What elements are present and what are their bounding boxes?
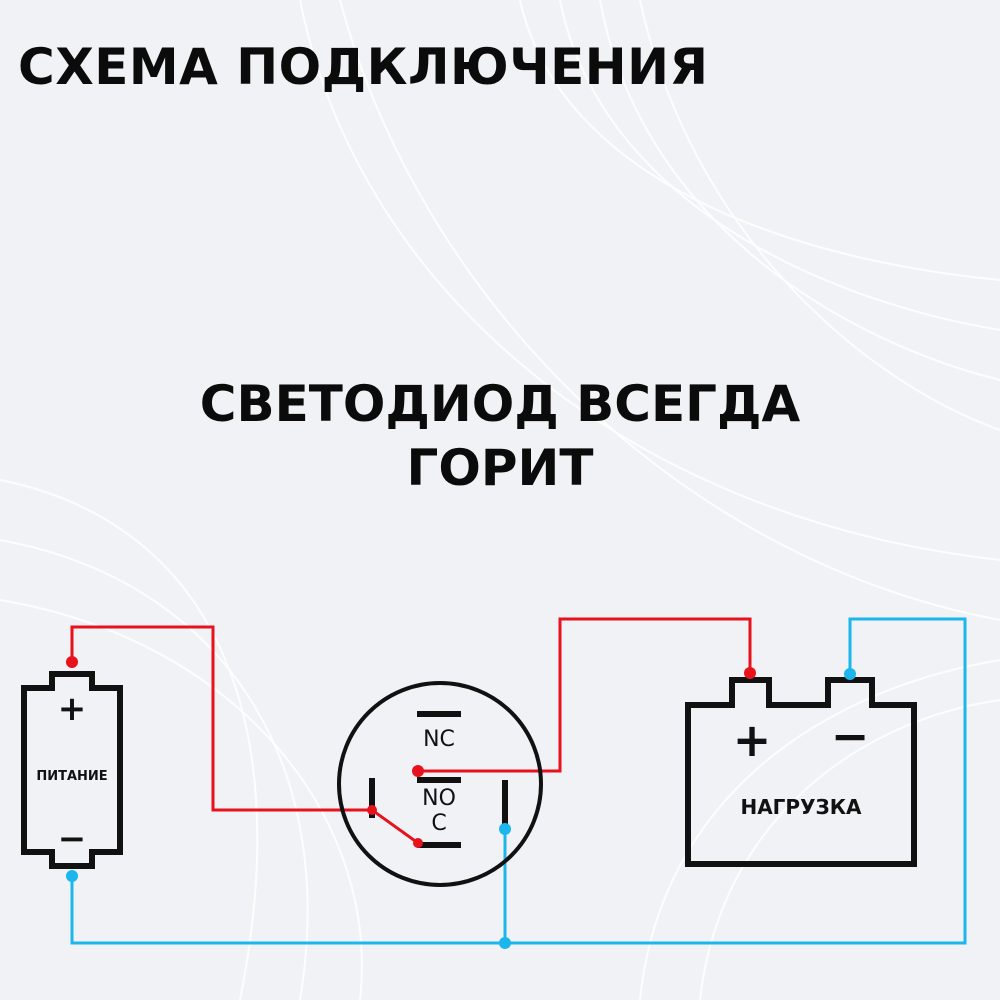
- switch-nc-label: NC: [423, 727, 455, 752]
- power-supply-body: [21, 671, 123, 869]
- subtitle-line-1: СВЕТОДИОД ВСЕГДА: [199, 375, 801, 433]
- dot-load-minus: [844, 668, 856, 680]
- wire-switch-to-load-plus: [418, 617, 752, 773]
- dot-switch-led: [499, 823, 511, 835]
- switch-lever: [371, 808, 419, 845]
- page-title: СХЕМА ПОДКЛЮЧЕНИЯ: [18, 38, 709, 96]
- power-supply-plus-sign: +: [58, 689, 87, 729]
- dot-switch-c: [413, 838, 423, 848]
- switch: NC NO C: [337, 681, 543, 887]
- load: + − НАГРУЗКА: [685, 677, 917, 867]
- positive-wires: [70, 617, 752, 845]
- power-supply-label: ПИТАНИЕ: [36, 769, 107, 784]
- diagram-subtitle: СВЕТОДИОД ВСЕГДА ГОРИТ: [0, 372, 1000, 500]
- load-minus-sign: −: [831, 709, 870, 763]
- load-plus-sign: +: [733, 713, 772, 767]
- wire-supply-plus-to-common: [70, 625, 372, 812]
- load-body: [685, 677, 917, 867]
- subtitle-line-2: ГОРИТ: [406, 439, 594, 497]
- wire-supply-minus-to-ground: [70, 617, 967, 945]
- load-label: НАГРУЗКА: [740, 795, 862, 819]
- switch-c-label: C: [431, 811, 446, 836]
- switch-no-label: NO: [422, 786, 456, 811]
- dot-load-plus: [744, 667, 756, 679]
- dot-switch-no: [412, 765, 424, 777]
- dot-switch-common: [367, 805, 377, 815]
- switch-housing: [337, 681, 543, 887]
- power-supply-minus-sign: −: [58, 819, 87, 859]
- power-supply: + ПИТАНИЕ −: [21, 671, 123, 869]
- dot-supply-minus: [66, 870, 78, 882]
- dot-supply-plus: [66, 656, 78, 668]
- negative-wires: [70, 617, 967, 945]
- dot-ground-junction: [499, 937, 511, 949]
- junction-dots: [66, 656, 856, 949]
